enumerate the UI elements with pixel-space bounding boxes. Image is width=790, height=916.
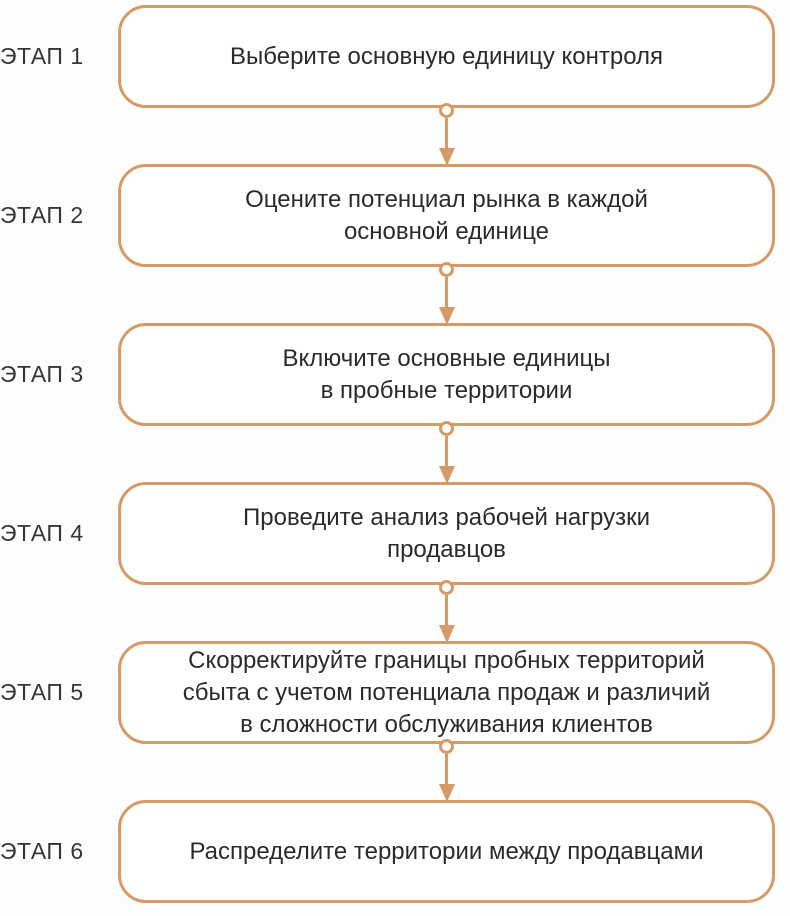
connector-circle-icon [439,103,454,118]
step-text-4: Проведите анализ рабочей нагрузки продав… [243,503,650,563]
connector-row-1 [0,103,790,166]
connector-spacer [0,426,118,482]
step-box-2: Оцените потенциал рынка в каждой основно… [118,164,775,267]
connector-row-3 [0,421,790,484]
connector-spacer [0,267,118,323]
stage-label-4: ЭТАП 4 [0,520,84,546]
step-text-1: Выберите основную единицу контроля [229,42,664,70]
step-box-1: Выберите основную единицу контроля [118,5,775,108]
flow-connector-2 [118,262,775,325]
arrow-down-icon [438,307,455,325]
flow-step-3: ЭТАП 3 Включите основные единицы в пробн… [0,323,790,426]
flow-connector-5 [118,739,775,802]
stage-label-5: ЭТАП 5 [0,679,84,705]
step-box-3: Включите основные единицы в пробные терр… [118,323,775,426]
step-box-6: Распределите территории между продавцами [118,800,775,903]
flow-step-1: ЭТАП 1 Выберите основную единицу контрол… [0,5,790,108]
connector-row-5 [0,739,790,802]
connector-circle-icon [439,262,454,277]
flow-connector-3 [118,421,775,484]
stage-label-3: ЭТАП 3 [0,361,84,387]
connector-circle-icon [439,580,454,595]
step-text-2: Оцените потенциал рынка в каждой основно… [245,185,648,245]
step-text-3: Включите основные единицы в пробные терр… [282,344,611,404]
connector-line [445,436,448,466]
connector-spacer [0,585,118,641]
flow-step-5: ЭТАП 5 Скорректируйте границы пробных те… [0,641,790,744]
stage-label-2: ЭТАП 2 [0,202,84,228]
step-box-4: Проведите анализ рабочей нагрузки продав… [118,482,775,585]
stage-label-6: ЭТАП 6 [0,838,84,864]
arrow-down-icon [438,466,455,484]
flow-step-2: ЭТАП 2 Оцените потенциал рынка в каждой … [0,164,790,267]
connector-row-4 [0,580,790,643]
connector-circle-icon [439,421,454,436]
connector-row-2 [0,262,790,325]
arrow-down-icon [438,148,455,166]
connector-circle-icon [439,739,454,754]
flow-step-6: ЭТАП 6 Распределите территории между про… [0,800,790,903]
arrow-down-icon [438,784,455,802]
stage-label-1: ЭТАП 1 [0,43,84,69]
connector-line [445,118,448,148]
connector-spacer [0,744,118,800]
flow-connector-1 [118,103,775,166]
step-box-5: Скорректируйте границы пробных территори… [118,641,775,744]
flow-step-4: ЭТАП 4 Проведите анализ рабочей нагрузки… [0,482,790,585]
step-text-6: Распределите территории между продавцами [189,837,704,865]
connector-line [445,754,448,784]
step-text-5: Скорректируйте границы пробных территори… [182,646,711,738]
connector-line [445,595,448,625]
connector-line [445,277,448,307]
arrow-down-icon [438,625,455,643]
flow-connector-4 [118,580,775,643]
connector-spacer [0,108,118,164]
